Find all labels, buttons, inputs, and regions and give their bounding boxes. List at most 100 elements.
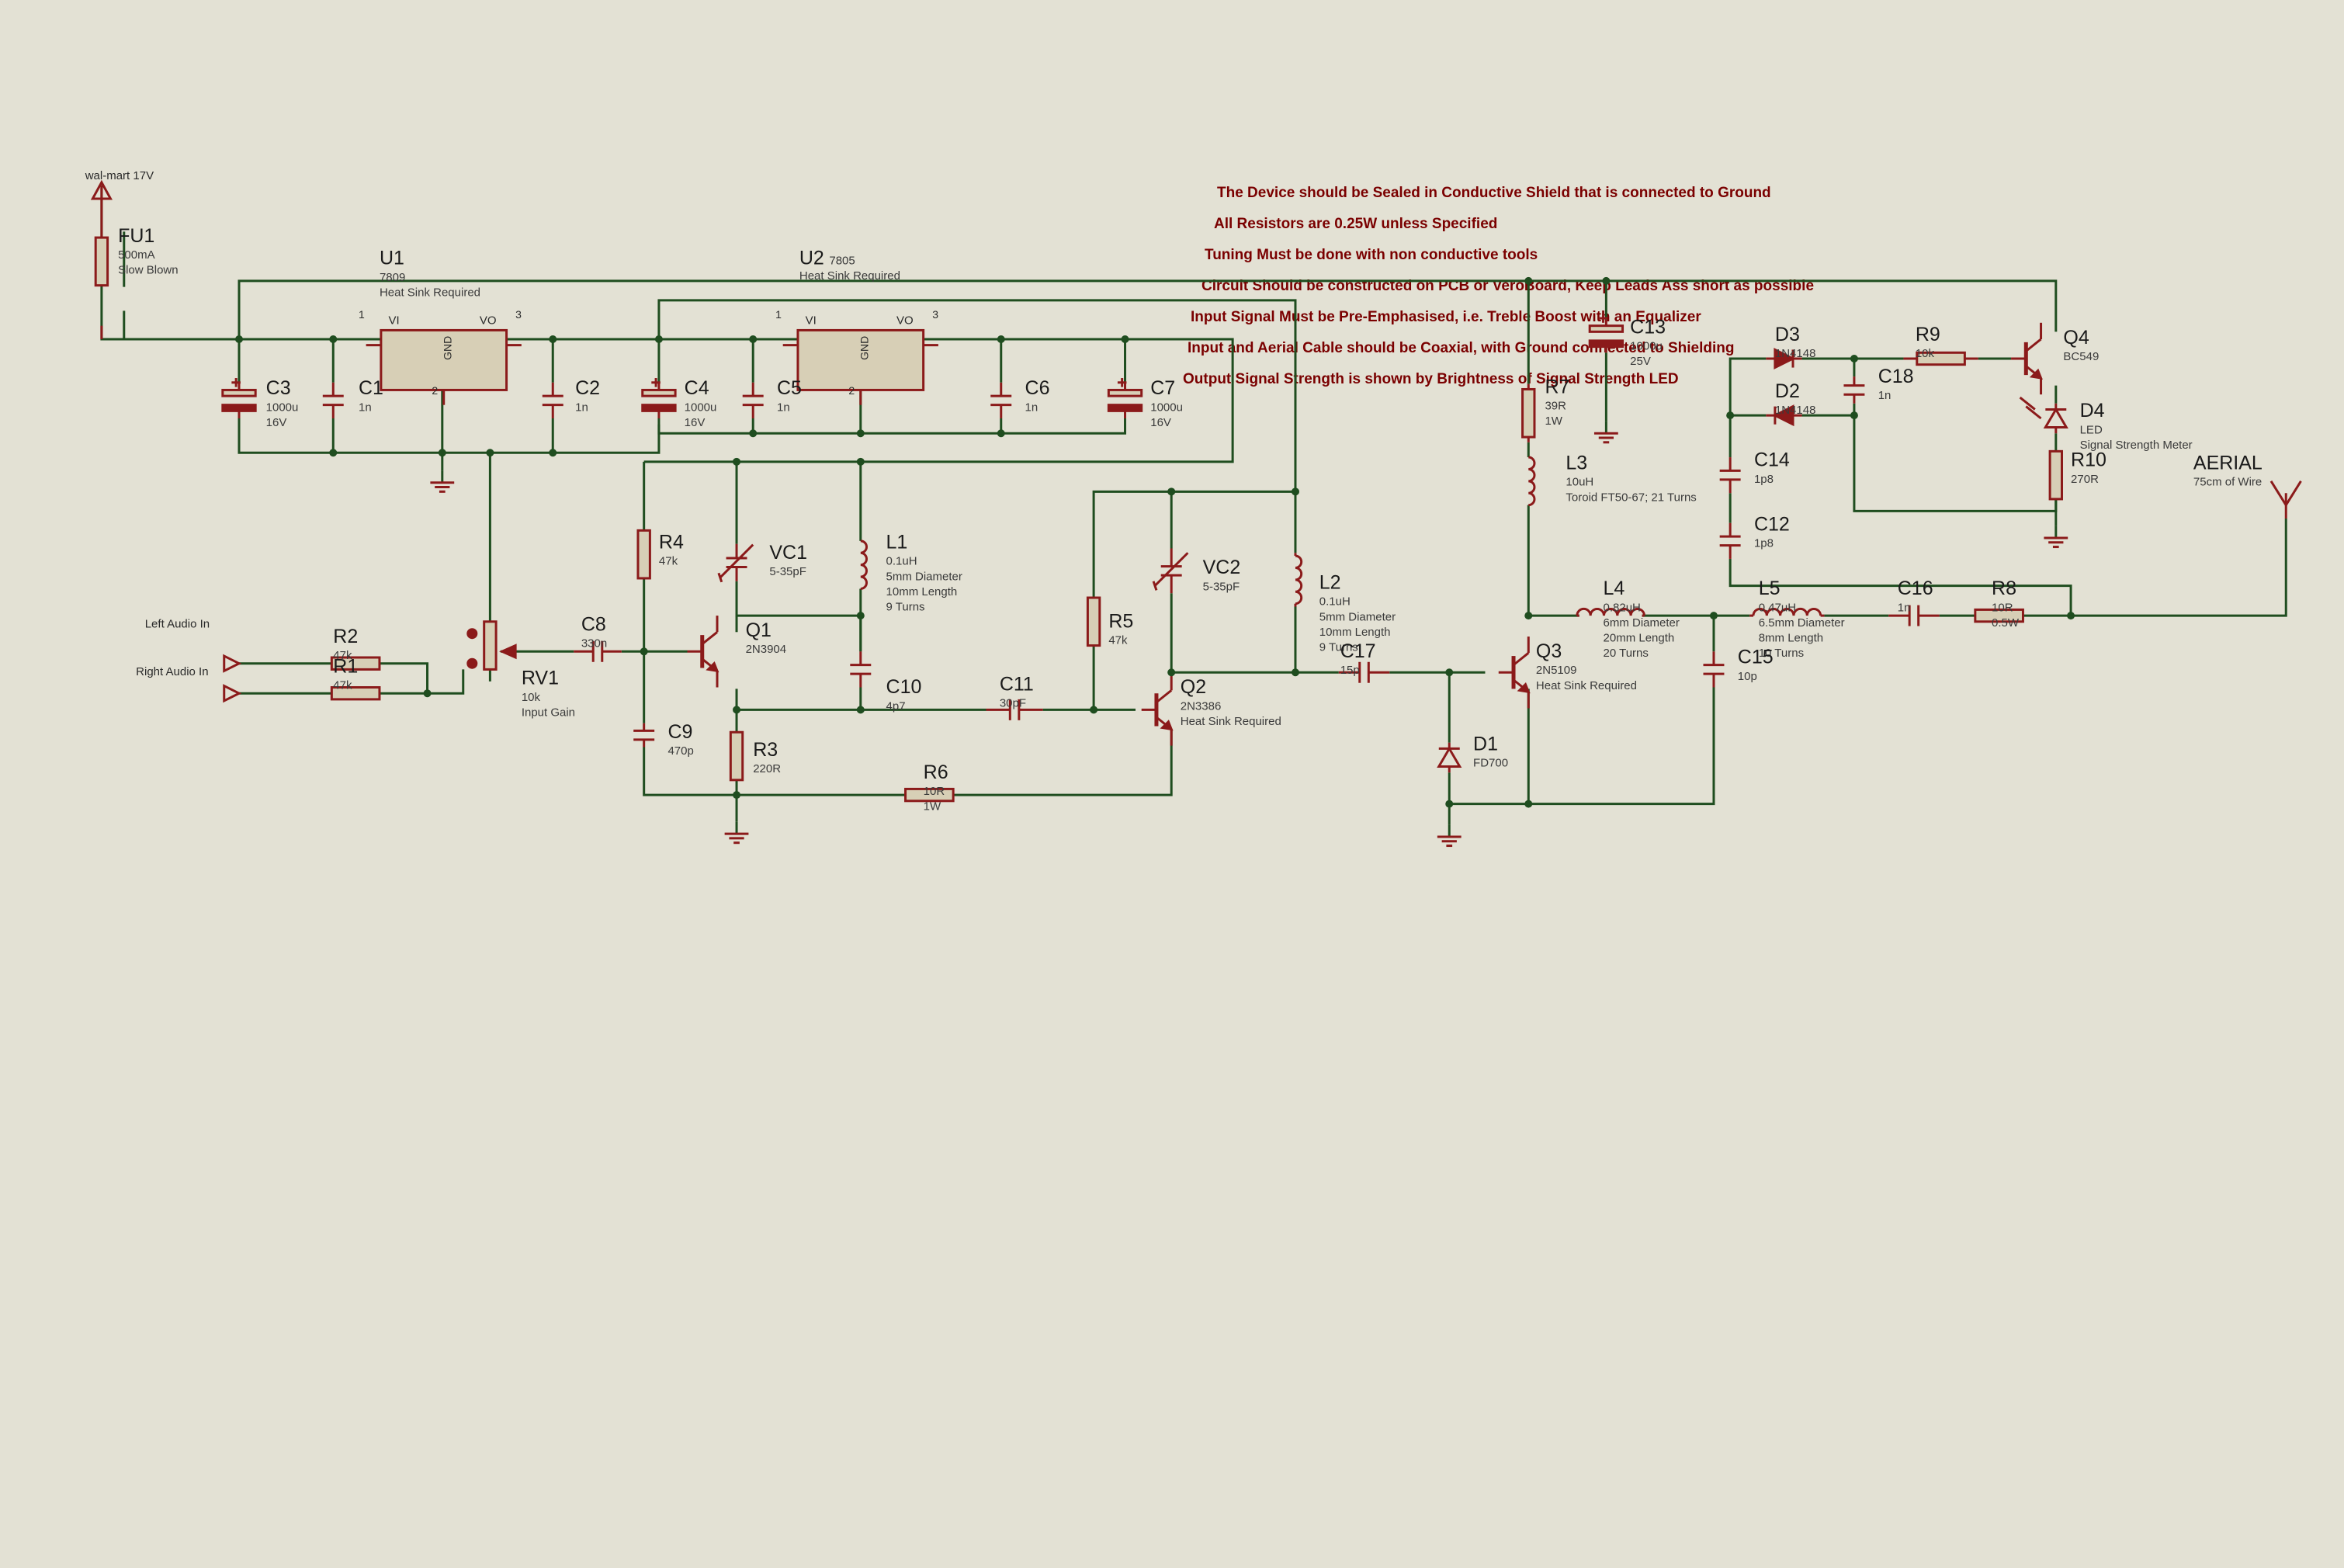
aerial-ref: AERIAL (2193, 452, 2263, 474)
regulator-pin-label: VO (480, 314, 497, 328)
capacitor-c10-ref: C10 (886, 676, 922, 698)
regulator-pin-number: 3 (932, 308, 938, 321)
junction-dot (329, 335, 338, 343)
inductor-l4-ref: L4 (1604, 578, 1625, 599)
wire (123, 310, 381, 341)
regulator-pin-number: 1 (359, 308, 365, 321)
capacitor-c16-ref: C16 (1898, 578, 1933, 599)
inductor-l3-value: Toroid FT50-67; 21 Turns (1566, 491, 1696, 504)
right-audio-label: Right Audio In (136, 665, 208, 678)
regulator-u2-value: Heat Sink Required (799, 269, 900, 283)
transistor-q4-arrow (2029, 368, 2043, 380)
diode-d1-triangle (1437, 746, 1462, 768)
junction-dot (1291, 668, 1299, 677)
variable-capacitor-vc1-trim (717, 572, 723, 583)
diode-d1-ref: D1 (1473, 733, 1498, 755)
resistor-r3-body (729, 730, 744, 782)
wire-layer (100, 185, 2287, 837)
capacitor-c13-value: 25V (1630, 355, 1651, 368)
capacitor-c7-value: 1000u (1150, 401, 1183, 414)
junction-dot (329, 449, 338, 457)
inductor-l1-coil (860, 539, 868, 590)
regulator-u2-body (796, 328, 925, 391)
variable-capacitor-vc1-trim (719, 543, 754, 579)
wire (735, 581, 861, 617)
antenna-arm (2269, 480, 2287, 506)
transistor-q3-value: Heat Sink Required (1536, 679, 1637, 692)
capacitor-c14-value: 1p8 (1754, 473, 1774, 486)
wire (379, 669, 465, 695)
inductor-l3-value: 10uH (1566, 476, 1593, 489)
aerial-value: 75cm of Wire (2193, 476, 2262, 489)
capacitor-c4-plate (641, 404, 677, 412)
led-d4-ref: D4 (2080, 400, 2105, 421)
capacitor-c17-value: 15p (1340, 664, 1360, 677)
capacitor-c3-plate (221, 388, 257, 397)
regulator-u1-ref: U1 (380, 248, 404, 269)
inductor-l4-value: 20 Turns (1604, 647, 1649, 660)
inductor-l5-value: 0.47uH (1759, 601, 1796, 614)
capacitor-c3-value: 16V (266, 416, 287, 429)
wire (657, 299, 1297, 492)
wire (953, 729, 1173, 796)
capacitor-c12-ref: C12 (1754, 513, 1790, 535)
resistor-r7-ref: R7 (1545, 376, 1569, 397)
capacitor-c13-plate (1588, 339, 1625, 349)
fuse-fu1-value: Slow Blown (118, 264, 179, 277)
diode-d3-value: 1N4148 (1775, 347, 1816, 360)
transistor-q2-ref: Q2 (1181, 676, 1206, 698)
junction-dot (640, 647, 648, 656)
resistor-r8-body (1974, 608, 2024, 623)
inductor-l5-coil (1752, 607, 1822, 616)
wire (1801, 414, 2058, 512)
transistor-q3-value: 2N5109 (1536, 664, 1577, 677)
capacitor-c15-ref: C15 (1738, 647, 1774, 668)
wire (1449, 687, 1715, 806)
left-audio-label: Left Audio In (145, 618, 210, 631)
resistor-r6-ref: R6 (924, 761, 948, 783)
led-d4-value: LED (2080, 423, 2103, 436)
capacitor-c7-ref: C7 (1150, 377, 1175, 399)
junction-dot (856, 457, 865, 466)
resistor-r9-ref: R9 (1916, 324, 1940, 345)
junction-dot (1850, 411, 1858, 420)
input-connector (223, 684, 242, 703)
junction-dot (856, 706, 865, 714)
wire (657, 418, 1127, 435)
variable-capacitor-vc2-trim (1153, 552, 1189, 587)
junction-dot (856, 429, 865, 438)
junction-dot (1726, 411, 1735, 420)
diode-d3-triangle (1774, 348, 1796, 369)
capacitor-c2-value: 1n (575, 401, 588, 414)
antenna-arm (2284, 480, 2302, 506)
inductor-l2-value: 5mm Diameter (1319, 610, 1396, 623)
transistor-q4-ref: Q4 (2063, 327, 2089, 349)
resistor-r3-ref: R3 (753, 739, 778, 761)
transistor-q4-collector (2025, 338, 2042, 352)
input-right-dot (466, 657, 478, 669)
transistor-q3-collector (1513, 652, 1530, 666)
resistor-r1-value: 47k (333, 678, 352, 692)
resistor-r5-body (1086, 596, 1101, 647)
potentiometer-rv1-value: 10k (522, 691, 541, 704)
junction-dot (1167, 487, 1176, 496)
resistor-r1-ref: R1 (333, 655, 358, 677)
capacitor-c16-value: 1n (1898, 601, 1911, 614)
resistor-r10-value: 270R (2071, 473, 2099, 486)
fuse-fu1-ref: FU1 (118, 225, 154, 247)
junction-dot (1524, 612, 1533, 620)
inductor-l5-ref: L5 (1759, 578, 1781, 599)
capacitor-c18-value: 1n (1878, 389, 1891, 402)
resistor-r9-body (1916, 351, 1966, 366)
resistor-r2-body (330, 656, 381, 671)
resistor-r7-value: 39R (1545, 399, 1566, 412)
regulator-pin-number: 2 (848, 384, 855, 397)
regulator-u2-part: 7805 (829, 255, 855, 268)
junction-dot (1602, 276, 1611, 285)
potentiometer-rv1-value: Input Gain (522, 706, 575, 719)
variable-capacitor-vc2-value: 5-35pF (1203, 580, 1240, 593)
capacitor-c5-ref: C5 (777, 377, 802, 399)
junction-dot (549, 335, 557, 343)
fuse-body (94, 236, 109, 287)
